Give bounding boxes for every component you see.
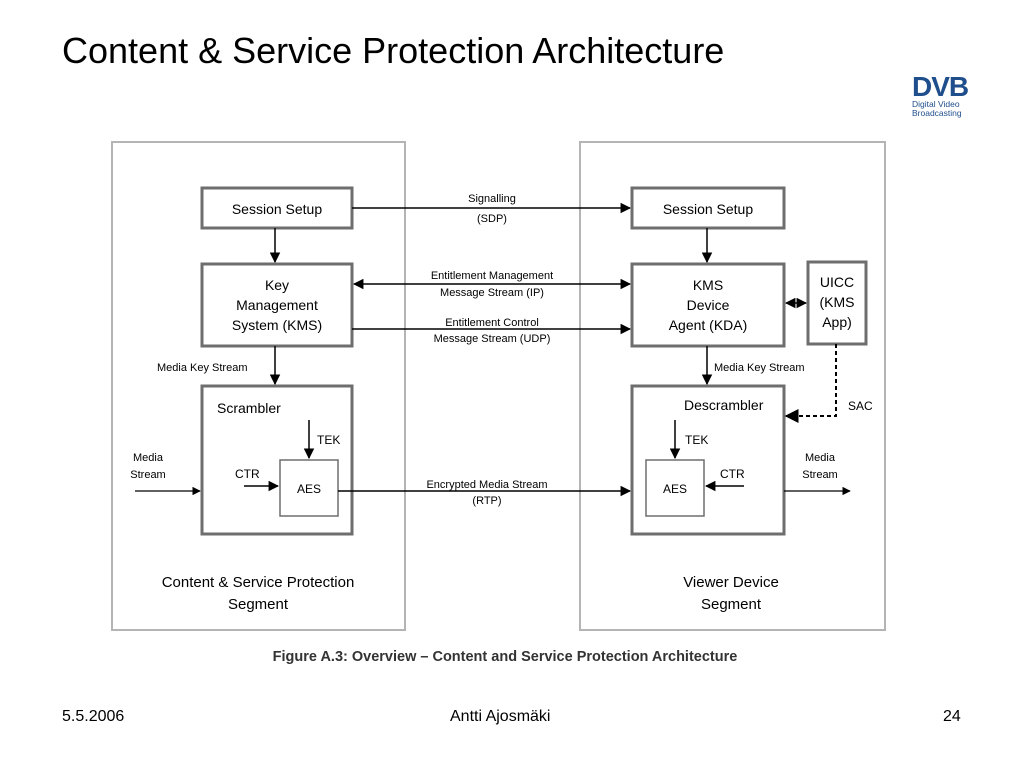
encrypted-label-1: Encrypted Media Stream [426,479,547,491]
session-setup-right-box [630,186,786,230]
media-stream-in-label-2: Stream [130,469,165,481]
figure-caption: Figure A.3: Overview – Content and Servi… [272,649,738,665]
tek-right-label: TEK [685,433,708,447]
media-key-stream-left-label: Media Key Stream [157,362,247,374]
session-setup-left-box [200,186,354,230]
kda-label-1: KMS [693,277,723,293]
media-stream-out-label-2: Stream [802,469,837,481]
kda-box [630,262,786,348]
kms-label-2: Management [236,297,318,313]
scrambler-label: Scrambler [217,400,281,416]
right-segment-label-2: Segment [701,596,762,613]
signalling-label-1: Signalling [468,193,516,205]
sac-link [784,344,837,423]
aes-right-label: AES [663,482,687,496]
ecm-label-2: Message Stream (UDP) [434,333,551,345]
signalling-label-2: (SDP) [477,213,507,225]
sac-label: SAC [848,399,873,413]
slide-title: Content & Service Protection Architectur… [62,30,725,71]
media-key-stream-right-label: Media Key Stream [714,362,804,374]
kda-label-2: Device [687,297,730,313]
kms-label-3: System (KMS) [232,317,322,333]
kms-box [200,262,354,348]
session-setup-left-label: Session Setup [232,201,322,217]
right-segment-label-1: Viewer Device [683,574,779,591]
emm-label-1: Entitlement Management [431,270,553,282]
uicc-label-3: App) [822,314,852,330]
aes-left-label: AES [297,482,321,496]
emm-label-2: Message Stream (IP) [440,287,544,299]
footer-date: 5.5.2006 [62,708,125,725]
descrambler-label: Descrambler [684,397,764,413]
aes-left-box [279,459,339,517]
footer-page-number: 24 [943,708,961,725]
logo-line1: Digital Video [912,99,960,109]
media-stream-in-label-1: Media [133,452,164,464]
tek-left-label: TEK [317,433,340,447]
media-stream-out-label-1: Media [805,452,836,464]
uicc-label-1: UICC [820,274,854,290]
aes-right-box [645,459,705,517]
footer-author: Antti Ajosmäki [450,708,551,725]
left-segment-label-2: Segment [228,596,289,613]
dvb-logo: DVB Digital Video Broadcasting [912,71,980,126]
encrypted-label-2: (RTP) [472,495,501,507]
logo-main: DVB [912,71,969,102]
logo-line2: Broadcasting [912,108,962,118]
ctr-right-label: CTR [720,467,745,481]
left-segment-label-1: Content & Service Protection [162,574,355,591]
kda-label-3: Agent (KDA) [669,317,748,333]
session-setup-right-label: Session Setup [663,201,753,217]
uicc-label-2: (KMS [820,294,855,310]
ctr-left-label: CTR [235,467,260,481]
kms-label-1: Key [265,277,289,293]
ecm-label-1: Entitlement Control [445,317,539,329]
